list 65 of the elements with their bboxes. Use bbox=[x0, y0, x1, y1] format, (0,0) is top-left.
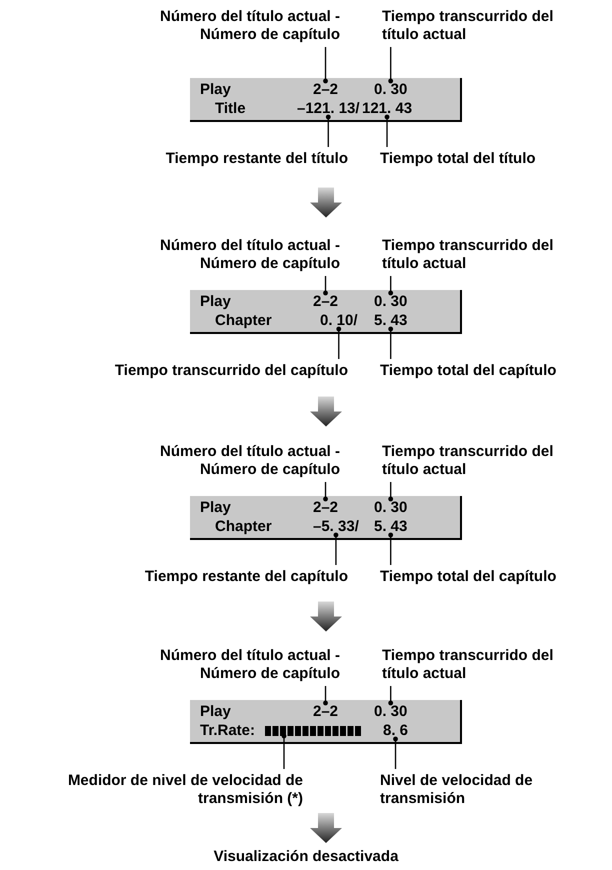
callout-label: Tiempo transcurrido del título actual bbox=[382, 443, 582, 479]
display-readout: 5. 43 bbox=[374, 518, 408, 535]
leader-line bbox=[323, 276, 328, 296]
leader-line bbox=[388, 686, 394, 706]
callout-label: Tiempo transcurrido del capítulo bbox=[114, 362, 348, 380]
display-readout: –121. 13/ bbox=[297, 100, 360, 117]
display-text: Play bbox=[200, 293, 231, 310]
display-text: Play bbox=[200, 81, 231, 98]
down-arrow bbox=[310, 813, 342, 843]
leader-line bbox=[334, 532, 338, 565]
display-readout: 8. 6 bbox=[383, 722, 408, 739]
display-readout: 2–2 bbox=[313, 81, 338, 98]
callout-label: Número del título actual - Número de capítulo bbox=[100, 237, 340, 273]
display-readout: 2–2 bbox=[313, 703, 338, 720]
leader-line bbox=[388, 326, 394, 359]
display-readout: 0. 30 bbox=[374, 499, 408, 516]
display-text: Play bbox=[200, 703, 231, 720]
callout-label: Tiempo total del capítulo bbox=[380, 568, 556, 586]
callout-label: Medidor de nivel de velocidad de transmisión (*) bbox=[11, 772, 303, 808]
display-text: Tr.Rate: bbox=[200, 722, 256, 739]
leader-line bbox=[388, 482, 394, 502]
leader-line bbox=[323, 47, 328, 84]
down-arrow bbox=[310, 188, 342, 218]
display-readout: 0. 30 bbox=[374, 703, 408, 720]
display-panel bbox=[190, 290, 462, 334]
display-text: Play bbox=[200, 499, 231, 516]
leader-line bbox=[388, 47, 394, 84]
display-panel bbox=[190, 700, 462, 744]
level-meter-bar bbox=[265, 726, 362, 736]
display-text: Chapter bbox=[215, 518, 272, 535]
leader-line bbox=[282, 734, 286, 769]
callout-label: Tiempo transcurrido del título actual bbox=[382, 8, 582, 44]
display-readout: 0. 10/ bbox=[320, 312, 358, 329]
leader-line bbox=[323, 482, 328, 502]
callout-label: Tiempo transcurrido del título actual bbox=[382, 647, 582, 683]
callout-label: Tiempo restante del título bbox=[166, 150, 348, 168]
callout-label: Número del título actual - Número de capítulo bbox=[100, 443, 340, 479]
callout-label: Tiempo total del título bbox=[380, 150, 536, 168]
leader-line bbox=[384, 114, 390, 147]
callout-label: Nivel de velocidad de transmisión bbox=[380, 772, 602, 808]
display-readout: 121. 43 bbox=[362, 100, 412, 117]
callout-label: Número del título actual - Número de capítulo bbox=[100, 647, 340, 683]
down-arrow bbox=[310, 602, 342, 632]
display-panel bbox=[190, 78, 462, 122]
display-text: Chapter bbox=[215, 312, 272, 329]
leader-line bbox=[336, 326, 342, 359]
leader-line bbox=[393, 736, 398, 769]
display-readout: –5. 33/ bbox=[313, 518, 359, 535]
display-panel bbox=[190, 496, 462, 540]
leader-line bbox=[388, 276, 394, 296]
display-readout: 5. 43 bbox=[374, 312, 408, 329]
down-arrow bbox=[310, 396, 342, 426]
display-readout: 0. 30 bbox=[374, 293, 408, 310]
callout-label: Número del título actual - Número de capítulo bbox=[100, 8, 340, 44]
leader-line bbox=[388, 532, 394, 565]
display-readout: 0. 30 bbox=[374, 81, 408, 98]
callout-label: Tiempo transcurrido del título actual bbox=[382, 237, 582, 273]
status-text: Visualización desactivada bbox=[214, 848, 398, 866]
display-text: Title bbox=[215, 100, 246, 117]
display-readout: 2–2 bbox=[313, 293, 338, 310]
leader-line bbox=[323, 686, 328, 706]
callout-label: Tiempo total del capítulo bbox=[380, 362, 556, 380]
callout-label: Tiempo restante del capítulo bbox=[144, 568, 348, 586]
display-readout: 2–2 bbox=[313, 499, 338, 516]
leader-line bbox=[326, 114, 331, 147]
